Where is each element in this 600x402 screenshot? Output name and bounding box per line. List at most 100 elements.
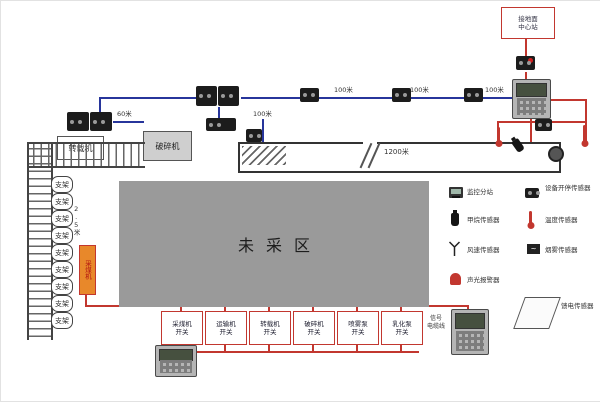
signal-cable-segment [113, 121, 144, 123]
switch-label: 开关 [175, 328, 189, 336]
belt-drive-device [90, 112, 112, 131]
switch-label: 开关 [351, 328, 365, 336]
feed-sensor-icon [513, 297, 561, 329]
temperature-sensor-icon [529, 211, 532, 225]
smoke-sensor-icon [527, 244, 540, 254]
switch-label: 破碎机 [304, 319, 324, 328]
switch-box-emulsion: 乳化泵 开关 [381, 311, 423, 345]
left-substation [155, 345, 197, 377]
crusher-box: 破碎机 [143, 131, 192, 161]
distance-label: 1200米 [384, 148, 409, 156]
hydraulic-support: 支架 [51, 210, 73, 227]
cable-repeater-device [300, 88, 319, 102]
switch-label: 转载机 [260, 319, 280, 328]
signal-cable-segment [241, 97, 301, 99]
power-cable-segment [585, 100, 587, 142]
belt-hatch [242, 146, 286, 165]
support-label: 支架 [55, 197, 69, 206]
methane-sensor-icon [451, 210, 459, 226]
hydraulic-support: 支架 [51, 312, 73, 329]
switch-label: 开关 [263, 328, 277, 336]
legend-label: 甲烷传感器 [467, 216, 500, 224]
signal-cable-segment [411, 97, 465, 99]
power-cable-drop [312, 305, 314, 313]
power-cable-bus [195, 351, 419, 353]
substation-screen [455, 313, 485, 330]
sensor-device [535, 119, 552, 131]
signal-cable-segment [262, 119, 264, 143]
distance-label: 100米 [334, 86, 353, 94]
power-cable-drop [268, 343, 270, 351]
belt-conveyor [238, 142, 561, 173]
hydraulic-support: 支架 [51, 295, 73, 312]
power-cable-segment [85, 293, 87, 305]
power-cable-segment [530, 117, 532, 143]
signal-cable-segment [99, 97, 197, 99]
power-cable-drop [356, 343, 358, 351]
power-cable-drop [268, 305, 270, 313]
support-label: 支架 [55, 214, 69, 223]
temperature-sensor-icon [583, 125, 586, 143]
switch-label: 开关 [219, 328, 233, 336]
crusher-label: 破碎机 [155, 141, 180, 151]
legend-label: 声光报警器 [467, 276, 500, 284]
power-cable-segment [525, 72, 527, 80]
shearer-label: 采煤机 [83, 260, 92, 280]
switch-label: 喷雾泵 [348, 319, 368, 328]
distance-label: 100米 [253, 110, 272, 118]
support-label: 支架 [55, 282, 69, 291]
wind-sensor-icon [448, 241, 461, 256]
power-cable-segment [549, 99, 587, 101]
substation-keypad [456, 331, 484, 351]
temperature-sensor-icon [497, 127, 500, 143]
unmined-area: 未采区 [119, 181, 429, 307]
power-cable-drop [180, 305, 182, 313]
belt-head-device [206, 118, 236, 131]
hydraulic-support: 支架 [51, 244, 73, 261]
switch-box-transfer: 转载机 开关 [249, 311, 291, 345]
switch-label: 运输机 [216, 319, 236, 328]
power-cable-drop [224, 305, 226, 313]
switch-label: 乳化泵 [392, 319, 412, 328]
power-cable-drop [400, 305, 402, 313]
belt-drive-device [67, 112, 89, 131]
legend-label: 风速传感器 [467, 246, 500, 254]
belt-pulley [548, 146, 564, 162]
legend-label: 设备开停传感器 [545, 184, 591, 192]
legend-label: 馈电传感器 [561, 302, 594, 310]
power-cable-drop [356, 305, 358, 313]
monitor-device [196, 86, 217, 106]
switch-box-conveyor: 运输机 开关 [205, 311, 247, 345]
cable-repeater-device [392, 88, 411, 102]
monitor-device [218, 86, 239, 106]
belt-sensor-device [246, 129, 262, 142]
power-cable-drop [467, 305, 469, 309]
sound-light-alarm-icon [450, 273, 461, 285]
hydraulic-support: 支架 [51, 193, 73, 210]
switch-label: 开关 [395, 328, 409, 336]
distance-label: 60米 [117, 110, 132, 118]
surface-link-line1: 接地面 [518, 14, 538, 23]
power-cable-drop [312, 343, 314, 351]
signal-cable-segment [218, 107, 220, 119]
substation-keypad [160, 360, 192, 373]
switch-label: 开关 [307, 328, 321, 336]
legend-label: 温度传感器 [545, 216, 578, 224]
support-label: 支架 [55, 180, 69, 189]
power-cable-segment [525, 39, 527, 57]
substation-screen [516, 83, 547, 98]
hydraulic-support: 支架 [51, 278, 73, 295]
face-conveyor-track [27, 142, 53, 340]
switch-box-shearer: 采煤机 开关 [161, 311, 203, 345]
power-cable-segment [497, 121, 499, 131]
substation-keypad [517, 98, 546, 115]
unmined-area-label: 未采区 [237, 236, 322, 255]
switch-box-spray: 喷雾泵 开关 [337, 311, 379, 345]
shearer-box: 采煤机 [79, 245, 96, 295]
hydraulic-support: 支架 [51, 261, 73, 278]
substation-screen [159, 349, 193, 361]
switch-label: 采煤机 [172, 319, 192, 328]
cable-note: 信号 电缆线 [423, 315, 449, 331]
alarm-indicator [528, 58, 533, 63]
